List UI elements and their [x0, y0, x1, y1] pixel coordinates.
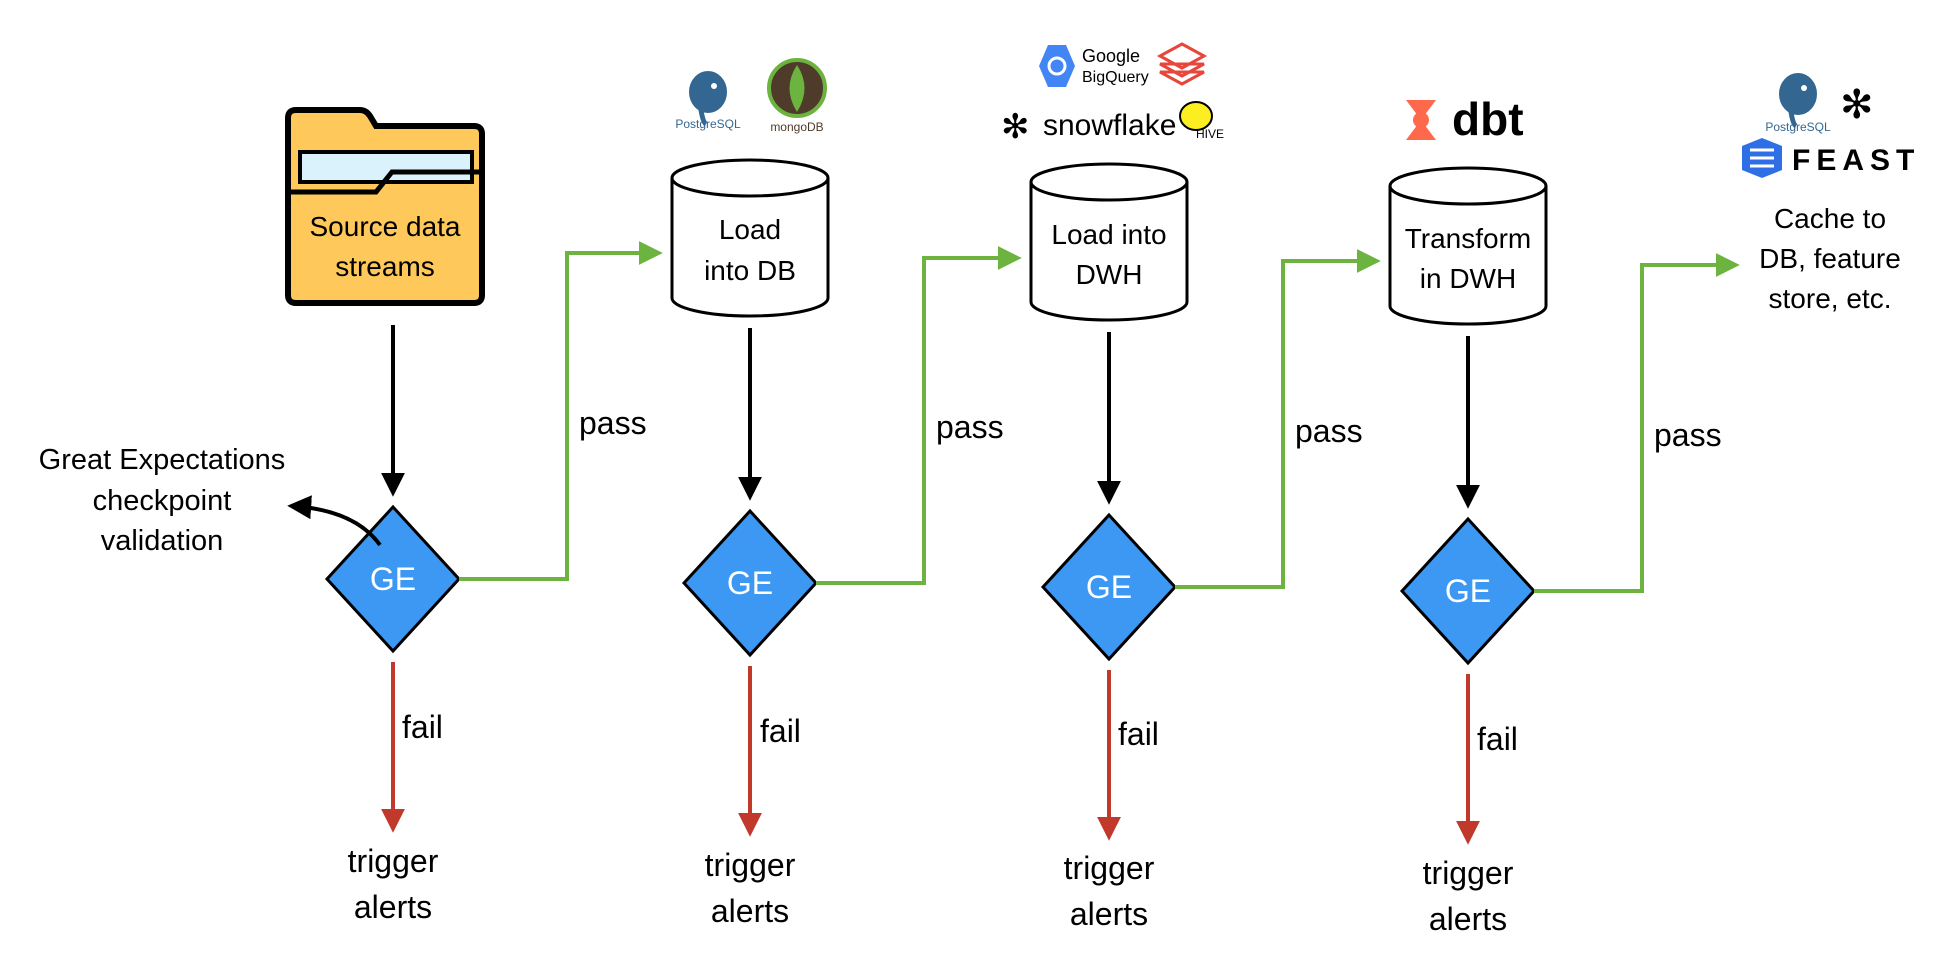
svg-text:BigQuery: BigQuery	[1082, 69, 1149, 86]
ge-diamond-1	[324, 504, 462, 654]
alert-3-line1: trigger	[1064, 850, 1155, 886]
pass-label-2: pass	[936, 409, 1004, 445]
ge-label-4: GE	[1445, 573, 1491, 609]
alert-1-line1: trigger	[348, 843, 439, 879]
ge-diamond-3	[1040, 512, 1178, 662]
snowflake-logo-final: ✻	[1840, 83, 1874, 127]
source-folder-icon	[285, 107, 485, 306]
databricks-logo	[1156, 42, 1208, 86]
pass-connector-4	[1534, 253, 1740, 593]
pass-connector-3	[1175, 249, 1381, 589]
fail-label-1: fail	[402, 709, 443, 745]
svg-text:PostgreSQL: PostgreSQL	[675, 117, 741, 131]
ge-label-3: GE	[1086, 569, 1132, 605]
ge-diamond-2	[681, 508, 819, 658]
pass-label-4: pass	[1654, 417, 1722, 453]
pass-label-1: pass	[579, 405, 647, 441]
final-line1: Cache to	[1774, 203, 1886, 234]
postgresql-logo-final: PostgreSQL	[1765, 72, 1831, 134]
stage-4-line1: Transform	[1405, 223, 1532, 254]
note-line2: checkpoint	[93, 485, 232, 517]
stage-3-line1: Load into	[1051, 219, 1166, 250]
final-line2: DB, feature	[1759, 243, 1901, 274]
stage-1-line1: Source data	[310, 211, 461, 242]
db-cylinder-1	[670, 158, 830, 318]
svg-text:mongoDB: mongoDB	[770, 120, 823, 134]
alert-4-line2: alerts	[1429, 901, 1507, 937]
svg-text:PostgreSQL: PostgreSQL	[1765, 120, 1831, 134]
dwh-cylinder-2	[1388, 166, 1548, 326]
note-line3: validation	[101, 525, 224, 557]
pass-connector-1	[459, 241, 663, 581]
note-arrow	[287, 495, 382, 547]
svg-text:✻: ✻	[1001, 108, 1030, 146]
svg-text:snowflake: snowflake	[1043, 109, 1176, 142]
dbt-logo: dbt	[1406, 93, 1524, 145]
stage-2-line2: into DB	[704, 255, 796, 286]
snowflake-logo: ✻ snowflake	[1001, 108, 1176, 146]
alert-2-line1: trigger	[705, 847, 796, 883]
svg-text:FEAST: FEAST	[1792, 144, 1920, 177]
alert-2-line2: alerts	[711, 893, 789, 929]
svg-text:HIVE: HIVE	[1196, 127, 1224, 141]
svg-text:dbt: dbt	[1452, 93, 1524, 145]
svg-text:✻: ✻	[1840, 83, 1874, 127]
hive-logo: HIVE	[1179, 101, 1224, 141]
feast-logo: FEAST	[1742, 138, 1920, 178]
stage-1-line2: streams	[335, 251, 435, 282]
stage-4-line2: in DWH	[1420, 263, 1516, 294]
postgresql-logo: PostgreSQL	[675, 70, 741, 131]
ge-diamond-4	[1399, 516, 1537, 666]
alert-4-line1: trigger	[1423, 855, 1514, 891]
alert-1-line2: alerts	[354, 889, 432, 925]
pass-connector-2	[816, 246, 1022, 585]
final-line3: store, etc.	[1769, 283, 1892, 314]
fail-label-2: fail	[760, 713, 801, 749]
stage-2-line1: Load	[719, 214, 781, 245]
stage-3-line2: DWH	[1076, 259, 1143, 290]
pass-label-3: pass	[1295, 413, 1363, 449]
fail-label-4: fail	[1477, 721, 1518, 757]
note-line1: Great Expectations	[39, 444, 286, 476]
dwh-cylinder-1	[1029, 162, 1189, 322]
fail-label-3: fail	[1118, 716, 1159, 752]
alert-3-line2: alerts	[1070, 896, 1148, 932]
mongodb-logo: mongoDB	[767, 58, 827, 134]
bigquery-logo: Google BigQuery	[1039, 45, 1149, 87]
ge-label-2: GE	[727, 565, 773, 601]
svg-text:Google: Google	[1082, 46, 1140, 66]
ge-label-1: GE	[370, 561, 416, 597]
